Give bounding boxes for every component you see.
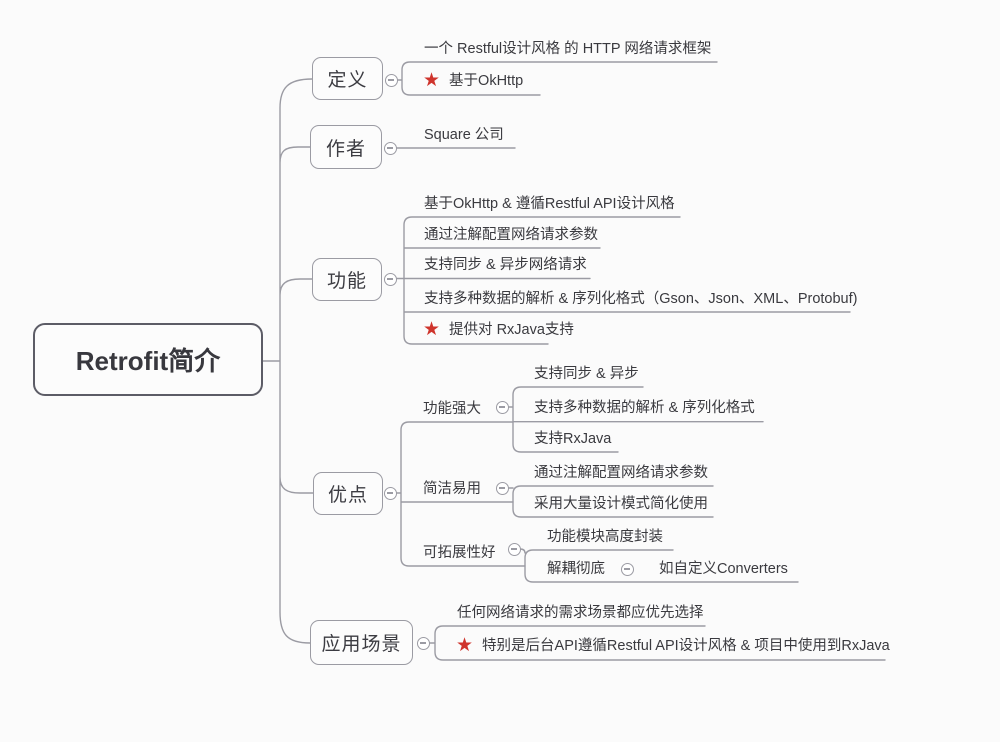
leaf-scenarios-restful-rxjava[interactable]: ★ 特别是后台API遵循Restful API设计风格 & 项目中使用到RxJa… <box>456 634 890 658</box>
collapse-button-features[interactable] <box>383 272 397 286</box>
minus-icon <box>387 492 393 494</box>
minus-icon <box>511 548 517 550</box>
minus-icon <box>624 568 630 570</box>
leaf-features-rxjava[interactable]: ★ 提供对 RxJava支持 <box>423 318 574 342</box>
leaf-scenarios-any-request[interactable]: 任何网络请求的需求场景都应优先选择 <box>457 605 704 621</box>
star-icon: ★ <box>423 69 441 91</box>
leaf-custom-converters[interactable]: 如自定义Converters <box>659 561 788 577</box>
leaf-text: 特别是后台API遵循Restful API设计风格 & 项目中使用到RxJava <box>482 638 890 654</box>
leaf-extensible-encapsulation[interactable]: 功能模块高度封装 <box>547 529 663 545</box>
powerful-children-lines <box>507 386 764 453</box>
subtopic-extensible[interactable]: 可拓展性好 <box>423 545 496 561</box>
leaf-definition-desc[interactable]: 一个 Restful设计风格 的 HTTP 网络请求框架 <box>424 41 712 57</box>
leaf-features-serialization[interactable]: 支持多种数据的解析 & 序列化格式（Gson、Json、XML、Protobuf… <box>424 291 858 307</box>
leaf-features-sync-async[interactable]: 支持同步 & 异步网络请求 <box>424 257 587 273</box>
leaf-powerful-rxjava[interactable]: 支持RxJava <box>534 431 612 447</box>
minus-icon <box>499 406 505 408</box>
collapse-button-definition[interactable] <box>384 73 398 87</box>
simple-children-lines <box>507 485 714 518</box>
leaf-text: 基于OkHttp <box>449 73 524 89</box>
advantages-branch-lines <box>395 421 526 567</box>
branch-node-advantages[interactable]: 优点 <box>313 472 383 515</box>
branch-node-author[interactable]: 作者 <box>310 125 382 169</box>
leaf-simple-annotations[interactable]: 通过注解配置网络请求参数 <box>534 465 708 481</box>
subtopic-decoupled[interactable]: 解耦彻底 <box>547 561 605 577</box>
scenarios-branch-lines <box>428 625 886 661</box>
star-icon: ★ <box>423 318 441 340</box>
leaf-text: 提供对 RxJava支持 <box>449 322 574 338</box>
minus-icon <box>387 278 393 280</box>
collapse-button-scenarios[interactable] <box>416 636 430 650</box>
features-branch-lines <box>395 216 851 345</box>
subtopic-powerful[interactable]: 功能强大 <box>423 401 481 417</box>
collapse-button-simple[interactable] <box>495 481 509 495</box>
trunk-line <box>262 78 314 644</box>
collapse-button-advantages[interactable] <box>383 486 397 500</box>
leaf-powerful-serialization[interactable]: 支持多种数据的解析 & 序列化格式 <box>534 400 755 416</box>
definition-branch-lines <box>396 61 718 96</box>
branch-node-definition[interactable]: 定义 <box>312 57 383 100</box>
minus-icon <box>388 79 394 81</box>
leaf-powerful-sync-async[interactable]: 支持同步 & 异步 <box>534 366 639 382</box>
collapse-button-powerful[interactable] <box>495 400 509 414</box>
extensible-children-lines <box>519 548 799 583</box>
leaf-features-okhttp-restful[interactable]: 基于OkHttp & 遵循Restful API设计风格 <box>424 196 675 212</box>
collapse-button-decoupled[interactable] <box>620 562 634 576</box>
leaf-author-square[interactable]: Square 公司 <box>424 127 504 143</box>
minus-icon <box>499 487 505 489</box>
root-node[interactable]: Retrofit简介 <box>33 323 263 396</box>
branch-node-features[interactable]: 功能 <box>312 258 382 301</box>
minus-icon <box>420 642 426 644</box>
branch-node-scenarios[interactable]: 应用场景 <box>310 620 413 665</box>
leaf-definition-okhttp[interactable]: ★ 基于OkHttp <box>423 69 523 93</box>
collapse-button-extensible[interactable] <box>507 542 521 556</box>
minus-icon <box>387 147 393 149</box>
star-icon: ★ <box>456 634 474 656</box>
subtopic-simple[interactable]: 简洁易用 <box>423 481 481 497</box>
collapse-button-author[interactable] <box>383 141 397 155</box>
leaf-simple-patterns[interactable]: 采用大量设计模式简化使用 <box>534 496 708 512</box>
leaf-features-annotations[interactable]: 通过注解配置网络请求参数 <box>424 227 598 243</box>
